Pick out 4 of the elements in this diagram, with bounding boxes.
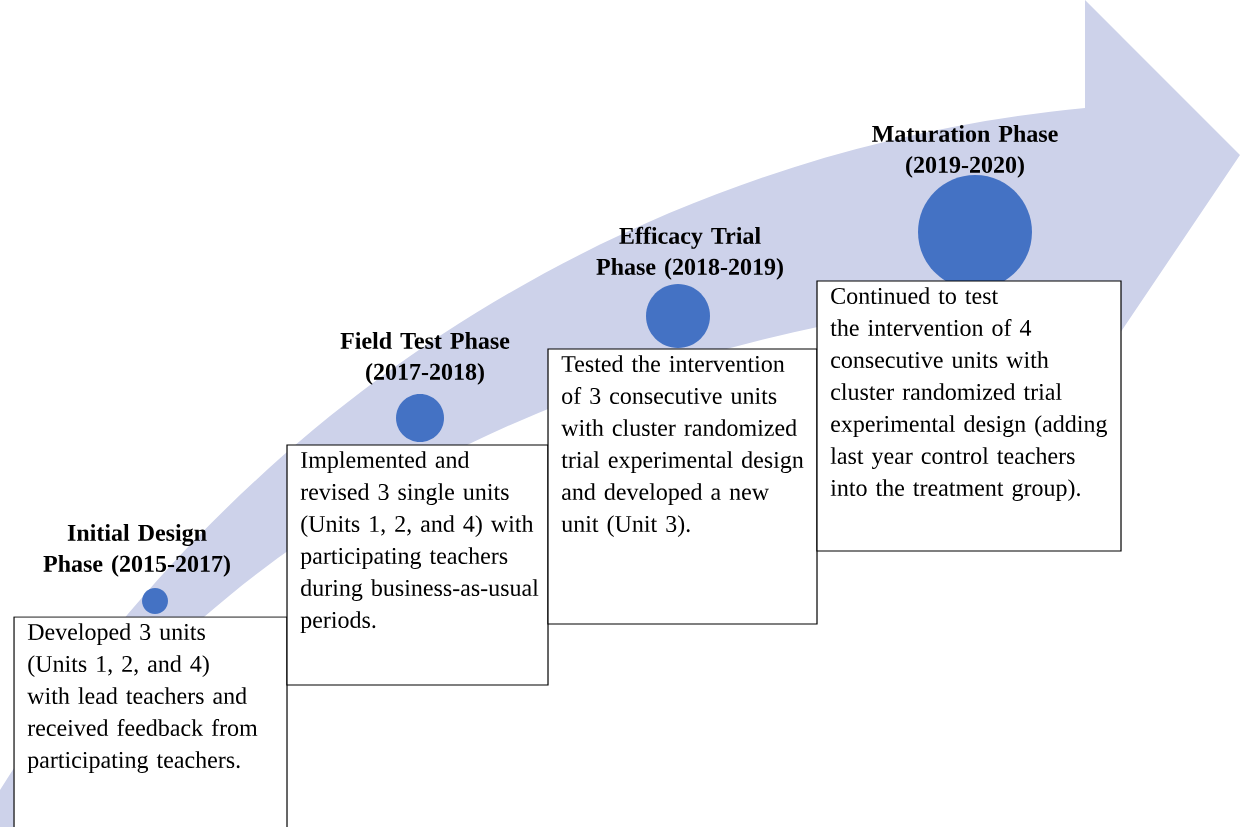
text-box: Developed 3 units (Units 1, 2, and 4) with lead teachers and received feedback from participating teachers.: [13, 616, 288, 827]
text-box: Continued to test the intervention of 4 consecutive units with cluster randomized trial experimental design (adding last year control teachers into the treatment group).: [816, 280, 1122, 552]
text-box: Tested the intervention of 3 consecutive units with cluster randomized trial experimental design and developed a new unit (Unit 3).: [547, 348, 818, 625]
text-box: Implemented and revised 3 single units (Units 1, 2, and 4) with participating teachers during business-as-usual periods.: [286, 444, 549, 686]
